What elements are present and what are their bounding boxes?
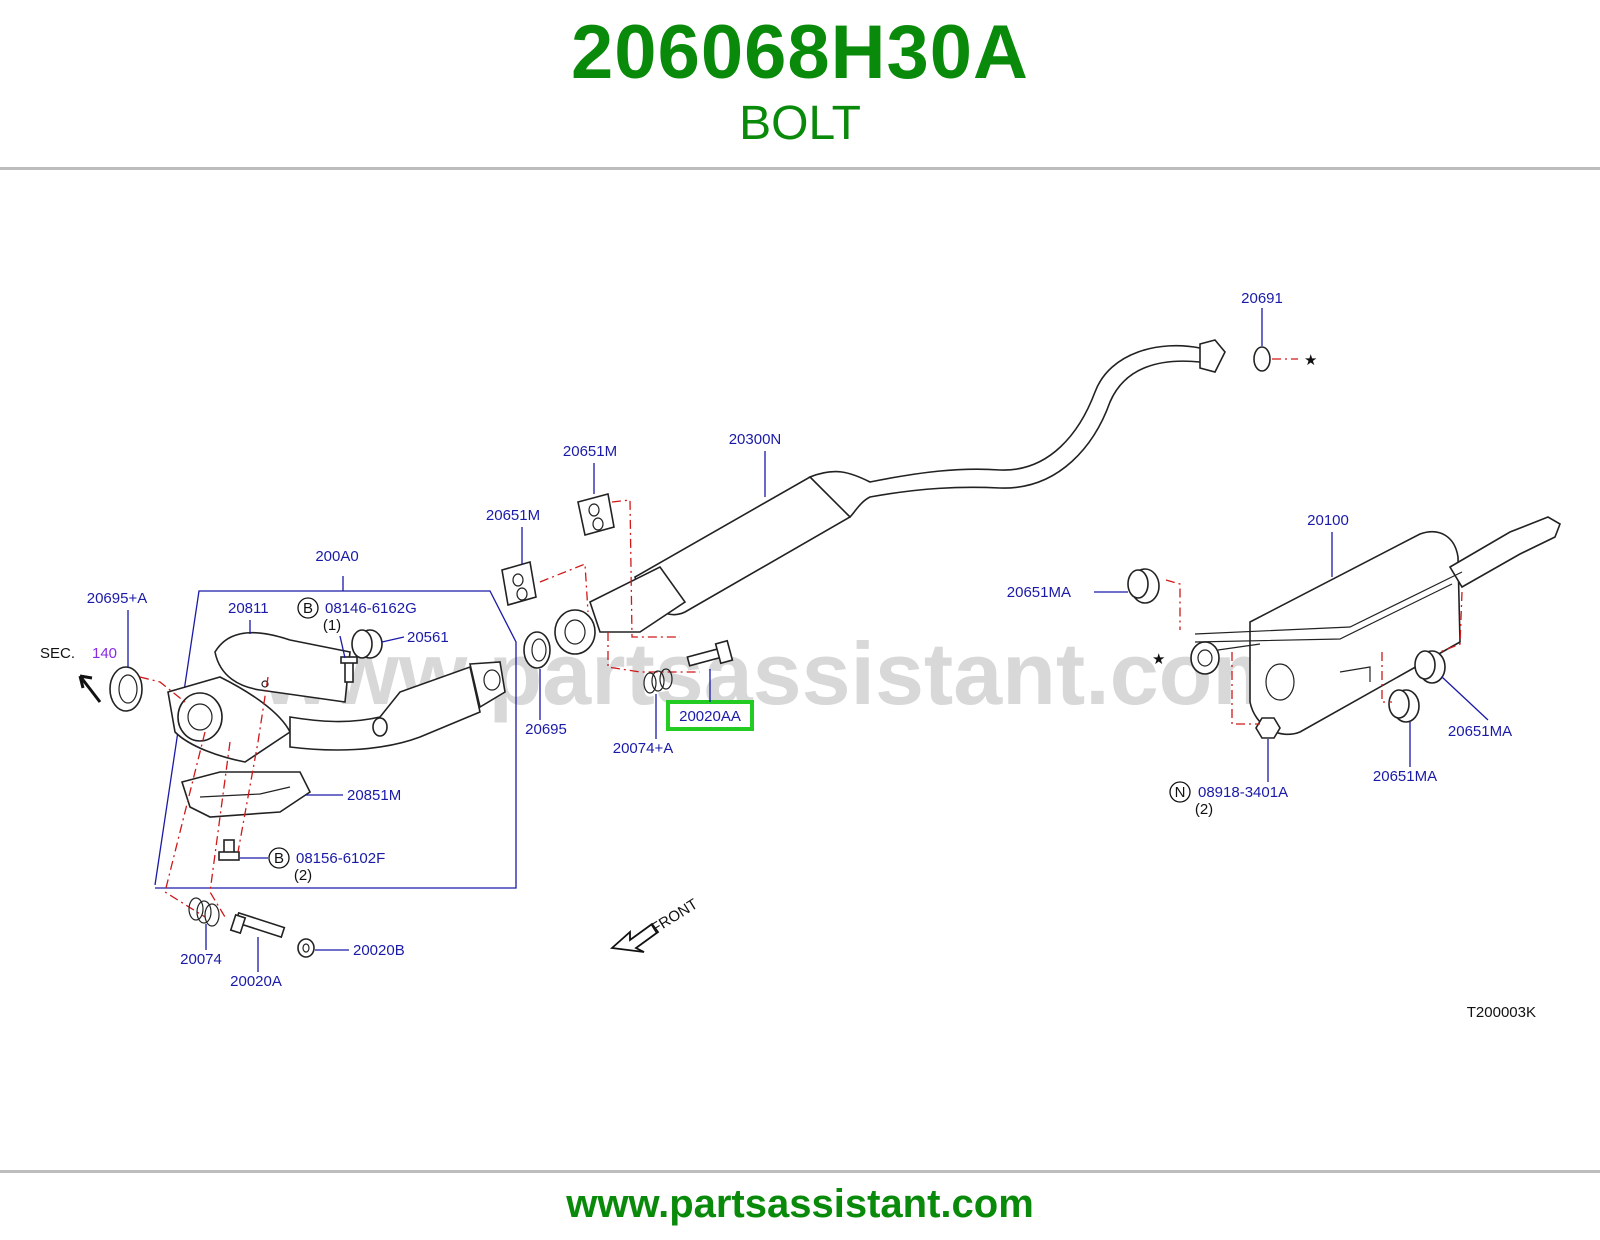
callout-20695: 20695 xyxy=(525,721,567,738)
callout-08146-qty: (1) xyxy=(323,617,341,634)
leader-08146 xyxy=(339,635,346,659)
callout-20691: 20691 xyxy=(1241,290,1283,307)
bolt-20020aa-part[interactable] xyxy=(686,639,734,667)
sec-arrow-icon xyxy=(78,674,102,703)
callout-20020b: 20020B xyxy=(353,942,405,959)
header-divider xyxy=(0,167,1600,170)
guide-line xyxy=(237,676,269,853)
callout-20074a: 20074+A xyxy=(613,740,673,757)
guide-line xyxy=(539,563,589,613)
callout-20695a: 20695+A xyxy=(87,590,147,607)
clamp-20561-part xyxy=(351,629,383,659)
guide-line xyxy=(164,731,206,918)
front-label: FRONT xyxy=(648,896,701,938)
callout-08156-qty: (2) xyxy=(294,867,312,884)
sec-label: SEC. xyxy=(40,645,75,662)
badge-b-icon xyxy=(268,847,290,869)
center-muffler-part xyxy=(554,339,1226,655)
nut-08918-part xyxy=(1255,717,1281,739)
insulator-20651m-b-part xyxy=(501,560,537,607)
heat-shield-rib xyxy=(199,786,291,798)
reference-code: T200003K xyxy=(1467,1004,1536,1021)
page-header: 206068H30A BOLT xyxy=(0,0,1600,168)
badge-n-icon xyxy=(1169,781,1191,803)
callout-20811: 20811 xyxy=(228,600,269,617)
badge-n-label: N xyxy=(1175,784,1186,801)
front-arrow-icon xyxy=(609,922,660,953)
insulator-20651ma-b-part xyxy=(1414,650,1446,684)
callout-20851m: 20851M xyxy=(347,787,401,804)
spring-20074-part xyxy=(188,897,220,927)
callout-200a0: 200A0 xyxy=(315,548,358,565)
main-muffler-part xyxy=(1190,516,1561,736)
sec-number-link[interactable]: 140 xyxy=(92,645,117,662)
callout-20100: 20100 xyxy=(1307,512,1349,529)
bolt-08146-part xyxy=(340,656,358,683)
highlight-box[interactable] xyxy=(666,700,754,731)
assembly-bracket-200A0 xyxy=(154,590,517,889)
star-marker: ★ xyxy=(1152,651,1165,668)
guide-line xyxy=(1439,591,1463,653)
callout-20300n: 20300N xyxy=(729,431,782,448)
badge-b-label: B xyxy=(274,850,284,867)
callout-20651m-b: 20651M xyxy=(486,507,540,524)
leader-20561 xyxy=(381,636,405,643)
guide-line xyxy=(611,499,680,638)
insulator-20651m-a-part xyxy=(577,493,615,536)
callout-08918: 08918-3401A xyxy=(1198,784,1288,801)
gasket-20695-part xyxy=(523,631,551,669)
front-tube-part xyxy=(167,631,506,763)
part-name-subtitle: BOLT xyxy=(739,97,861,150)
guide-line xyxy=(139,676,186,703)
leader-20651ma-b xyxy=(1441,676,1489,721)
gasket-20695a-part xyxy=(109,666,143,712)
star-marker: ★ xyxy=(1304,352,1317,369)
badge-b-icon xyxy=(297,597,319,619)
callout-08918-qty: (2) xyxy=(1195,801,1213,818)
part-number-title: 206068H30A xyxy=(571,10,1029,95)
guide-line xyxy=(1165,579,1181,630)
callout-20020a: 20020A xyxy=(230,973,282,990)
callout-08146: 08146-6162G xyxy=(325,600,417,617)
callout-20561: 20561 xyxy=(407,629,449,646)
callout-08156: 08156-6102F xyxy=(296,850,385,867)
callout-20074: 20074 xyxy=(180,951,222,968)
footer-site-link[interactable]: www.partsassistant.com xyxy=(566,1182,1034,1226)
ring-20691-part xyxy=(1253,346,1271,372)
callout-20651ma-c: 20651MA xyxy=(1373,768,1437,785)
insulator-20651ma-c-part xyxy=(1388,689,1420,723)
callout-20651m-a: 20651M xyxy=(563,443,617,460)
bolt-08156-part xyxy=(218,839,240,861)
stud-20020a-part xyxy=(229,911,286,939)
nut-20020b-part xyxy=(297,938,315,958)
callout-20651ma-a: 20651MA xyxy=(1007,584,1071,601)
exhaust-diagram: www.partsassistant.com SEC. 140 xyxy=(0,172,1600,1166)
spring-20074a-part xyxy=(643,668,673,694)
callout-20020aa[interactable]: 20020AA xyxy=(679,708,741,725)
guide-line xyxy=(1231,652,1260,725)
diagram-canvas: www.partsassistant.com SEC. 140 xyxy=(40,290,1561,1021)
guide-line xyxy=(209,741,231,918)
footer-divider xyxy=(0,1170,1600,1173)
callout-20651ma-b: 20651MA xyxy=(1448,723,1512,740)
badge-b-label: B xyxy=(303,600,313,617)
insulator-20651ma-a-part xyxy=(1127,568,1160,604)
